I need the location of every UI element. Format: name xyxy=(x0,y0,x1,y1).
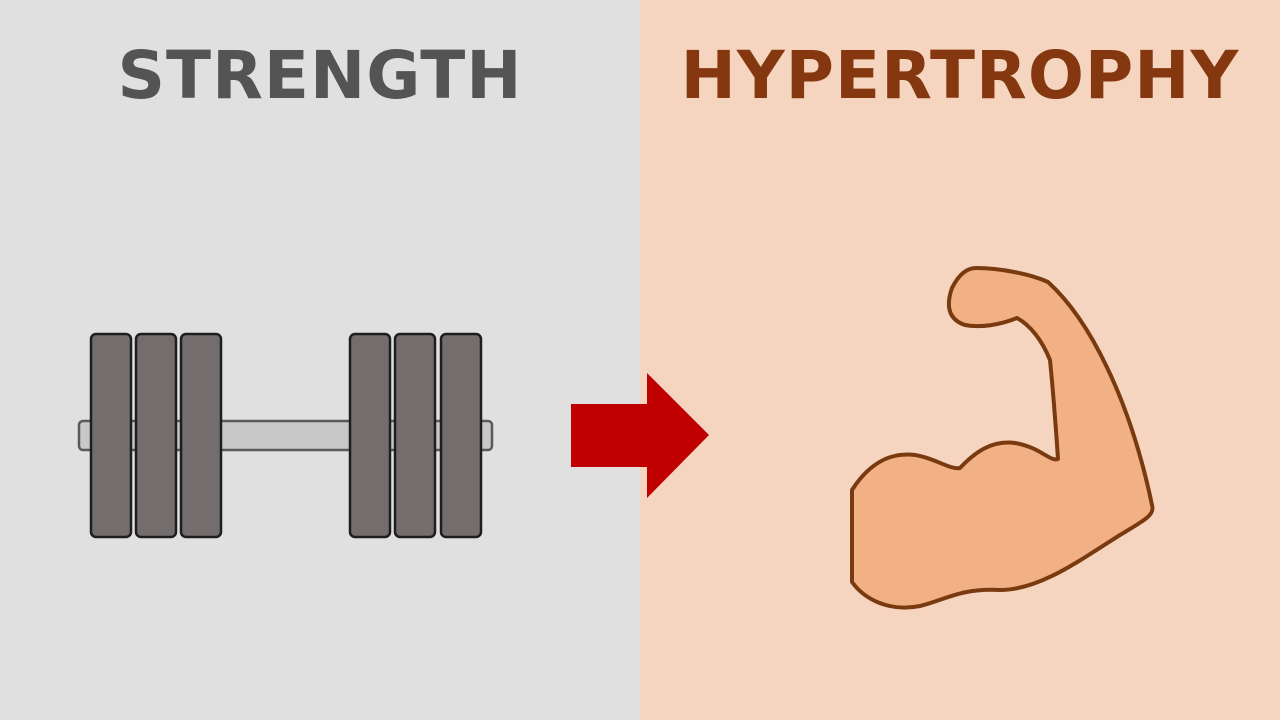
dumbbell-plate xyxy=(439,332,483,539)
dumbbell-plate xyxy=(348,332,392,539)
dumbbell-plate xyxy=(134,332,178,539)
strength-title: STRENGTH xyxy=(117,37,523,114)
dumbbell-plate xyxy=(89,332,133,539)
dumbbell-plate xyxy=(393,332,437,539)
dumbbell-icon xyxy=(77,332,494,539)
hypertrophy-panel: HYPERTROPHY xyxy=(640,0,1280,720)
hypertrophy-title: HYPERTROPHY xyxy=(680,37,1240,114)
flexed-bicep-icon xyxy=(850,266,1155,610)
right-arrow-icon xyxy=(571,373,709,498)
dumbbell-plate xyxy=(179,332,223,539)
